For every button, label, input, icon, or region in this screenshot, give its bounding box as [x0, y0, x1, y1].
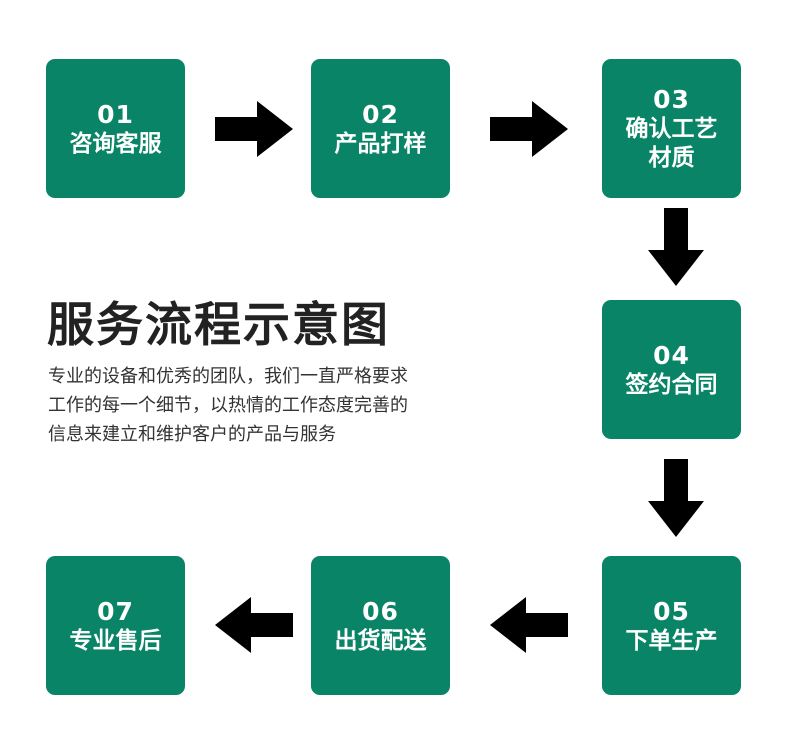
step-02-box: 02 产品打样	[311, 59, 450, 198]
step-04-box: 04 签约合同	[602, 300, 741, 439]
diagram-title: 服务流程示意图	[47, 298, 390, 353]
step-06-number: 06	[362, 596, 399, 626]
arrow-right-1-icon	[215, 101, 293, 157]
step-06-box: 06 出货配送	[311, 556, 450, 695]
step-03-label: 确认工艺材质	[625, 116, 718, 171]
arrow-left-2-icon	[215, 597, 293, 653]
step-05-number: 05	[653, 596, 690, 626]
step-04-label: 签约合同	[625, 371, 718, 398]
arrow-right-2-icon	[490, 101, 568, 157]
step-07-number: 07	[97, 596, 134, 626]
arrow-down-1-icon	[648, 208, 704, 286]
arrow-left-1-icon	[490, 597, 568, 653]
step-03-number: 03	[653, 85, 690, 114]
step-07-box: 07 专业售后	[46, 556, 185, 695]
step-03-box: 03 确认工艺材质	[602, 59, 741, 198]
arrow-down-2-icon	[648, 459, 704, 537]
step-01-number: 01	[97, 99, 134, 129]
step-01-label: 咨询客服	[69, 130, 162, 157]
step-05-box: 05 下单生产	[602, 556, 741, 695]
description-line-1: 专业的设备和优秀的团队，我们一直严格要求	[48, 366, 408, 387]
step-04-number: 04	[653, 340, 690, 370]
description-text: 专业的设备和优秀的团队，我们一直严格要求 工作的每一个细节，以热情的工作态度完善…	[48, 362, 473, 449]
step-02-number: 02	[362, 99, 399, 129]
description-line-3: 信息来建立和维护客户的产品与服务	[48, 424, 336, 445]
step-01-box: 01 咨询客服	[46, 59, 185, 198]
description-line-2: 工作的每一个细节，以热情的工作态度完善的	[48, 395, 408, 416]
step-02-label: 产品打样	[334, 130, 427, 157]
step-07-label: 专业售后	[69, 627, 162, 654]
step-06-label: 出货配送	[334, 627, 427, 654]
step-05-label: 下单生产	[625, 627, 718, 654]
